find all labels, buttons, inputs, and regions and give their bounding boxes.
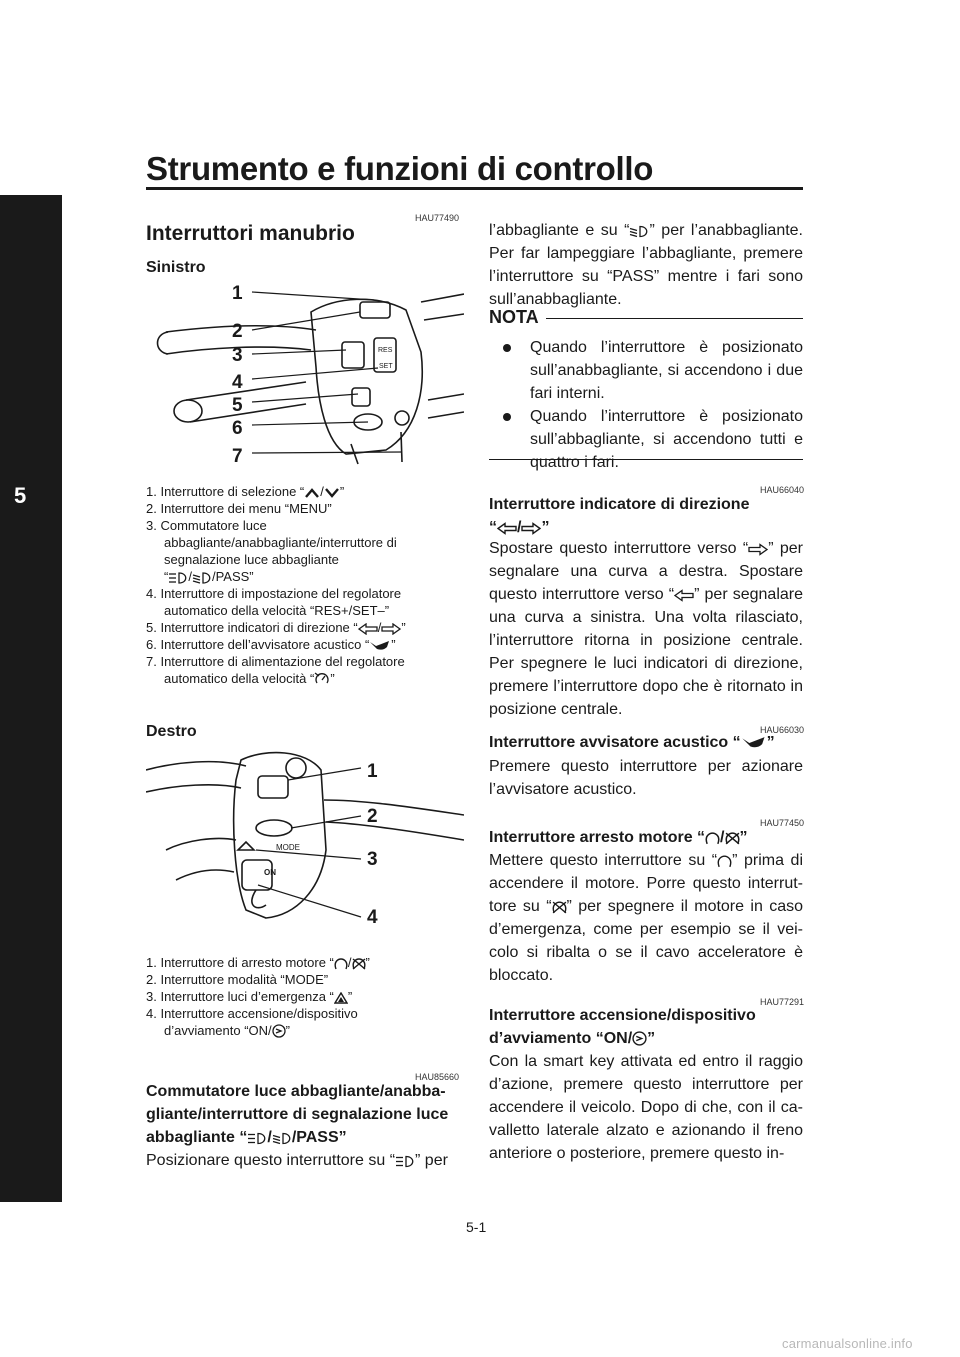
horn-section-body: Premere questo interruttore per azionare… (489, 758, 803, 798)
hazard-icon (333, 992, 348, 1004)
turn-right-icon (748, 543, 769, 556)
legend-item: 5. Interruttore indicatori di direzione … (146, 620, 406, 635)
legend-item: 4. Interruttore di impostazione del rego… (146, 586, 402, 618)
section-code: HAU85660 (415, 1072, 460, 1082)
low-beam-icon (630, 225, 648, 238)
nota-item: Quando l’interruttore è posizionato sull… (489, 336, 803, 405)
left-callout: 1 (232, 283, 243, 304)
engine-stop-icon (552, 901, 566, 914)
chevron-down-icon (324, 488, 339, 498)
section-code: HAU77291 (760, 997, 805, 1007)
turn-right-icon (521, 522, 542, 535)
starter-icon (272, 1024, 286, 1038)
right-callout: 4 (367, 907, 378, 928)
ignition-section-body: Con la smart key attivata ed entro il ra… (489, 1053, 803, 1162)
nota-label: NOTA (489, 307, 539, 327)
svg-text:MODE: MODE (276, 843, 300, 852)
section-code: HAU77450 (760, 818, 805, 828)
engine-run-icon (717, 855, 732, 868)
section-code: HAU66030 (760, 725, 805, 735)
engine-stop-icon (352, 958, 365, 970)
dimmer-body-start: Posizionare questo interruttore su “” pe… (146, 1152, 448, 1169)
low-beam-icon (192, 572, 211, 584)
stop-section-body: Mettere questo interruttore su “” prima … (489, 852, 803, 984)
starter-icon (632, 1031, 647, 1046)
legend-item: 7. Interruttore di alimentazione del reg… (146, 654, 405, 686)
legend-item: 1. Interruttore di selezione “/” (146, 484, 345, 499)
dimmer-body-continued: l’abbagliante e su “” per l’anabbagliant… (489, 222, 804, 308)
left-callout: 2 (232, 321, 243, 342)
right-callout: 1 (367, 761, 378, 782)
right-panel-label: Destro (146, 723, 197, 740)
chapter-tab (0, 195, 62, 1202)
nota-item: Quando l’interruttore è posizionato sull… (489, 405, 803, 474)
left-callout: 4 (232, 372, 243, 393)
right-legend: 1. Interruttore di arresto motore “/” 2.… (146, 954, 456, 1039)
engine-run-icon (334, 958, 348, 970)
svg-text:ON: ON (264, 868, 276, 877)
legend-item: 2. Interruttore dei menu “MENU” (146, 501, 332, 516)
ignition-section-title: Interruttore accensione/dispositivo d’av… (489, 1007, 756, 1047)
legend-item: 3. Interruttore luci d’emergenza “” (146, 989, 353, 1004)
horn-section-title: Interruttore avvisatore acustico “” (489, 734, 775, 751)
engine-run-icon (705, 832, 720, 845)
nota-rule-top (546, 318, 803, 319)
turn-left-icon (357, 623, 378, 635)
title-rule (146, 187, 803, 190)
right-handlebar-illustration: MODE ON 1 2 3 4 (146, 751, 464, 928)
svg-text:RES: RES (378, 347, 393, 354)
high-beam-icon (169, 572, 187, 584)
left-handlebar-illustration: RES SET 1 2 3 4 5 6 7 (156, 283, 464, 467)
nota-rule-bottom (489, 459, 803, 460)
page-title: Strumento e funzioni di controllo (146, 150, 654, 187)
left-legend: 1. Interruttore di selezione “/” 2. Inte… (146, 483, 456, 687)
turn-right-icon (381, 623, 402, 635)
horn-icon (741, 737, 765, 748)
legend-item: 2. Interruttore modalità “MODE” (146, 972, 329, 987)
turn-left-icon (497, 522, 517, 535)
page-number: 5-1 (466, 1219, 487, 1235)
chapter-number: 5 (14, 483, 27, 508)
section-title: Interruttori manubrio (146, 222, 355, 245)
left-callout: 6 (232, 418, 243, 439)
high-beam-icon (248, 1132, 266, 1145)
section-code: HAU77490 (415, 213, 460, 223)
right-callout: 2 (367, 806, 378, 827)
left-panel-label: Sinistro (146, 259, 206, 276)
chevron-up-icon (305, 488, 320, 498)
svg-text:SET: SET (379, 363, 393, 370)
dimmer-section-title: Commutatore luce abbagliante/anabba- gli… (146, 1083, 449, 1146)
low-beam-icon (272, 1132, 291, 1145)
horn-icon (370, 641, 390, 650)
turn-left-icon (674, 589, 694, 602)
cruise-control-icon (314, 672, 329, 684)
watermark: carmanualsonline.info (782, 1336, 913, 1351)
section-code: HAU66040 (760, 485, 805, 495)
legend-item: 1. Interruttore di arresto motore “/” (146, 955, 370, 970)
right-callout: 3 (367, 849, 378, 870)
turn-section-title: Interruttore indicatore di direzione “/” (489, 496, 750, 536)
left-callout: 5 (232, 395, 243, 416)
turn-section-body: Spostare questo interruttore verso “” pe… (489, 540, 803, 718)
legend-item: 3. Commutatore luce abbagliante/anabbagl… (146, 518, 397, 584)
engine-stop-icon (725, 832, 739, 845)
stop-section-title: Interruttore arresto motore “/” (489, 829, 748, 846)
legend-item: 6. Interruttore dell’avvisatore acustico… (146, 637, 396, 652)
left-callout: 7 (232, 446, 243, 467)
left-callout: 3 (232, 345, 243, 366)
nota-list: Quando l’interruttore è posizionato sull… (489, 336, 803, 474)
high-beam-icon (396, 1155, 414, 1168)
